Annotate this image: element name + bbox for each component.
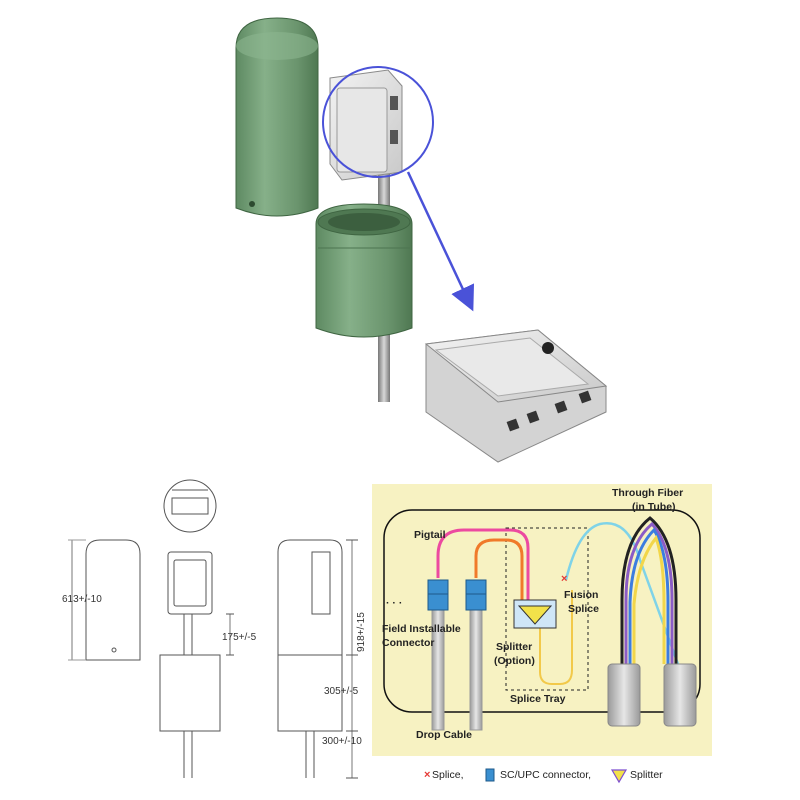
label-splice: Splice xyxy=(568,603,599,615)
dim-box-offset: 175+/-5 xyxy=(222,632,257,643)
enlarged-distribution-box xyxy=(424,329,608,463)
front-base xyxy=(159,654,221,732)
label-through-fiber: Through Fiber xyxy=(612,487,683,499)
legend: × Splice, SC/UPC connector, Splitter xyxy=(424,768,663,784)
tube-right xyxy=(663,663,697,727)
enclosure-base xyxy=(315,203,413,338)
front-box xyxy=(167,551,213,615)
legend-splitter-icon xyxy=(610,769,628,784)
legend-splice: Splice, xyxy=(432,769,464,781)
connector-fiber xyxy=(474,538,524,600)
side-cover xyxy=(277,539,343,656)
legend-connector-icon xyxy=(485,768,495,782)
label-fusion: Fusion xyxy=(564,589,598,601)
pole-enclosure-illustration xyxy=(235,17,608,463)
splitter-triangle xyxy=(517,605,553,625)
legend-splitter: Splitter xyxy=(630,769,663,781)
cover-outline xyxy=(85,539,141,661)
through-fiber-drop xyxy=(564,522,680,665)
fusion-splice-mark: × xyxy=(561,573,567,585)
label-field-installable: Field Installable xyxy=(382,623,461,635)
dim-pole-length: 300+/-10 xyxy=(322,736,362,747)
dim-total-height: 918+/-15 xyxy=(356,612,367,652)
connector-left xyxy=(427,579,449,611)
connector-right xyxy=(465,579,487,611)
side-base xyxy=(277,654,343,732)
label-in-tube: (in Tube) xyxy=(632,501,676,513)
splice-tray-boundary xyxy=(505,527,589,691)
highlight-circle xyxy=(322,66,434,178)
dimension-labels: 613+/-10 175+/-5 918+/-15 305+/-5 300+/-… xyxy=(62,594,367,747)
label-option: (Option) xyxy=(494,655,535,667)
pigtail-fiber xyxy=(436,528,530,600)
enclosure-boundary xyxy=(383,509,701,713)
label-splitter: Splitter xyxy=(496,641,532,653)
label-pigtail: Pigtail xyxy=(414,529,446,541)
fiber-schematic: × Through Fiber (in Tube) Pigtail · · · … xyxy=(372,484,712,756)
enclosure-cover xyxy=(235,17,319,217)
label-ellipsis: · · · xyxy=(386,597,402,609)
label-splice-tray: Splice Tray xyxy=(510,693,566,705)
zoom-arrow xyxy=(406,171,475,312)
dim-base-height: 305+/-5 xyxy=(324,686,359,697)
through-fiber-bundle xyxy=(620,516,678,664)
dimension-drawings xyxy=(68,479,358,779)
label-drop-cable: Drop Cable xyxy=(416,729,472,741)
label-connector: Connector xyxy=(382,637,435,649)
dim-cover-height: 613+/-10 xyxy=(62,594,102,605)
legend-connector: SC/UPC connector, xyxy=(500,769,591,781)
mounted-distribution-box xyxy=(329,69,403,181)
splitter-output xyxy=(539,590,573,685)
legend-splice-mark: × xyxy=(424,769,430,781)
drop-cable-right xyxy=(469,609,483,731)
top-view-circle xyxy=(163,479,217,533)
tube-left xyxy=(607,663,641,727)
